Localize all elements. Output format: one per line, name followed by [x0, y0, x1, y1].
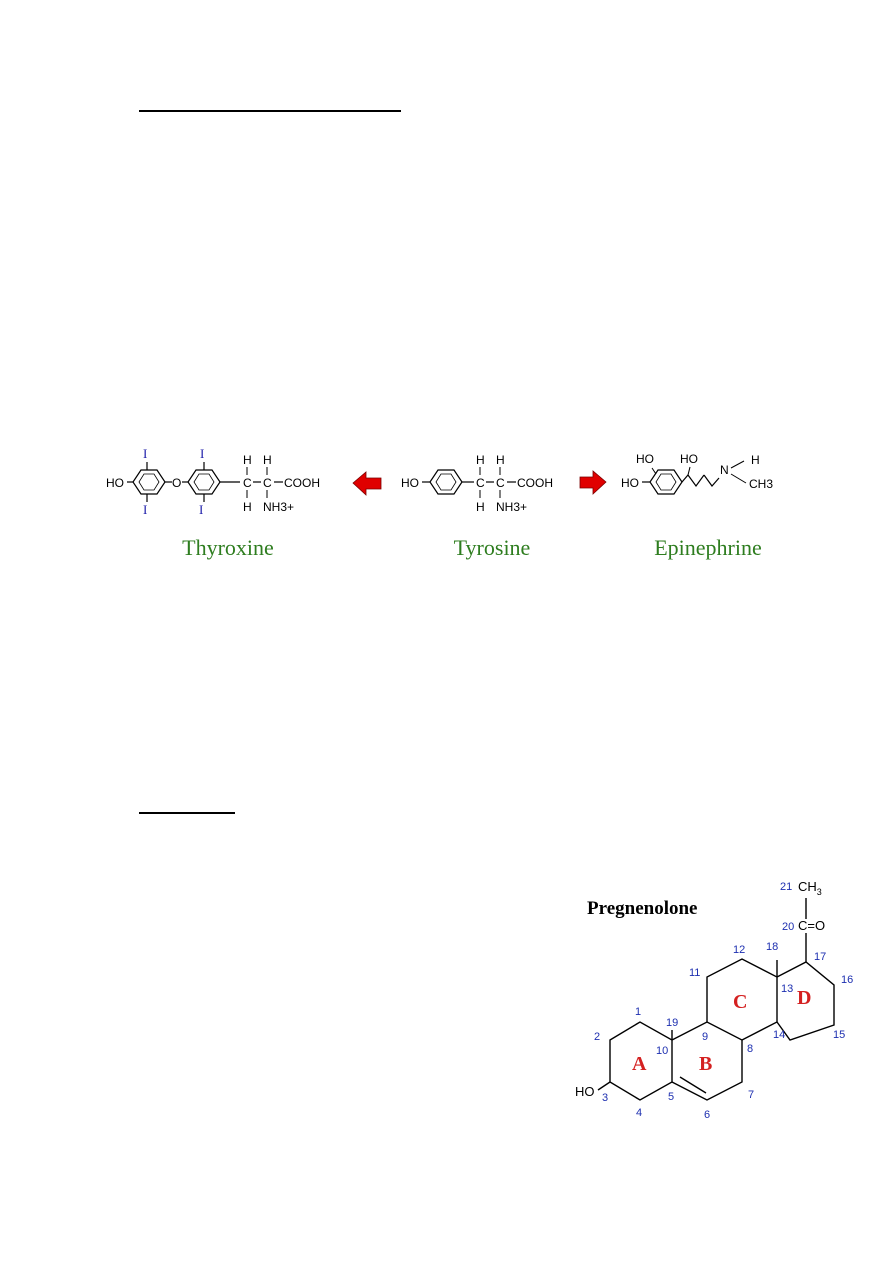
epinephrine-ho-chain: HO — [680, 452, 698, 466]
ring-c-label: C — [733, 991, 747, 1013]
thyroxine-cooh-label: COOH — [284, 476, 320, 490]
epinephrine-ch3-label: CH3 — [749, 477, 773, 491]
carbon-number-16: 16 — [841, 974, 853, 986]
pregnenolone-ch3-label: CH3 — [798, 879, 822, 897]
epinephrine-ho-bottom: HO — [621, 476, 639, 490]
epinephrine-caption: Epinephrine — [654, 535, 762, 560]
carbon-number-5: 5 — [668, 1091, 674, 1103]
tyrosine-c-1: C — [476, 476, 485, 490]
arrow-left-icon — [352, 471, 382, 496]
thyroxine-iodine-1: I — [143, 446, 147, 461]
pregnenolone-title: Pregnenolone — [587, 898, 698, 919]
tyrosine-ho-label: HO — [401, 476, 419, 490]
carbon-number-9: 9 — [702, 1031, 708, 1043]
tyrosine-h-2: H — [476, 500, 485, 514]
tyrosine-structure: HO H C H H C NH3+ COOH — [401, 453, 553, 514]
carbon-number-10: 10 — [656, 1045, 668, 1057]
epinephrine-ho-top: HO — [636, 452, 654, 466]
carbon-number-8: 8 — [747, 1043, 753, 1055]
carbon-number-6: 6 — [704, 1109, 710, 1121]
epinephrine-n-label: N — [720, 463, 729, 477]
carbon-number-7: 7 — [748, 1089, 754, 1101]
pregnenolone-ho-label: HO — [575, 1084, 595, 1099]
thyroxine-c-2: C — [263, 476, 272, 490]
ring-d-label: D — [797, 987, 811, 1009]
thyroxine-h-3: H — [263, 453, 272, 467]
thyroxine-h-1: H — [243, 453, 252, 467]
epinephrine-h-label: H — [751, 453, 760, 467]
arrow-right-icon — [579, 470, 607, 495]
carbon-number-1: 1 — [635, 1006, 641, 1018]
thyroxine-o-label: O — [172, 476, 181, 490]
thyroxine-h-2: H — [243, 500, 252, 514]
thyroxine-c-1: C — [243, 476, 252, 490]
ring-a-label: A — [632, 1053, 647, 1075]
carbon-number-13: 13 — [781, 983, 793, 995]
tyrosine-h-3: H — [496, 453, 505, 467]
carbon-number-14: 14 — [773, 1029, 785, 1041]
thyroxine-iodine-3: I — [200, 446, 204, 461]
thyroxine-structure: HO I I O I I H C H H C NH3+ COOH — [106, 446, 320, 517]
thyroxine-iodine-4: I — [199, 502, 203, 517]
thyroxine-ho-label: HO — [106, 476, 124, 490]
thyroxine-iodine-2: I — [143, 502, 147, 517]
epinephrine-structure: HO HO HO N H CH3 — [621, 452, 773, 495]
tyrosine-cooh-label: COOH — [517, 476, 553, 490]
amine-hormones-diagram: HO I I O I I H C H H C NH3+ COOH HO — [106, 446, 773, 517]
section-heading-underline-2 — [139, 812, 235, 814]
carbon-number-17: 17 — [814, 951, 826, 963]
tyrosine-c-2: C — [496, 476, 505, 490]
tyrosine-h-1: H — [476, 453, 485, 467]
tyrosine-nh3-label: NH3+ — [496, 500, 527, 514]
thyroxine-caption: Thyroxine — [182, 535, 274, 560]
tyrosine-caption: Tyrosine — [453, 535, 531, 560]
carbon-number-15: 15 — [833, 1029, 845, 1041]
carbon-number-21: 21 — [780, 881, 792, 893]
carbon-number-20: 20 — [782, 921, 794, 933]
section-heading-underline-1 — [139, 110, 401, 112]
ring-b-label: B — [699, 1053, 712, 1075]
carbon-number-19: 19 — [666, 1017, 678, 1029]
carbon-number-18: 18 — [766, 941, 778, 953]
pregnenolone-carbonyl-label: C=O — [798, 918, 825, 933]
carbon-number-2: 2 — [594, 1031, 600, 1043]
carbon-number-12: 12 — [733, 944, 745, 956]
carbon-number-11: 11 — [689, 967, 700, 979]
carbon-number-4: 4 — [636, 1107, 642, 1119]
thyroxine-nh3-label: NH3+ — [263, 500, 294, 514]
carbon-number-3: 3 — [602, 1092, 608, 1104]
